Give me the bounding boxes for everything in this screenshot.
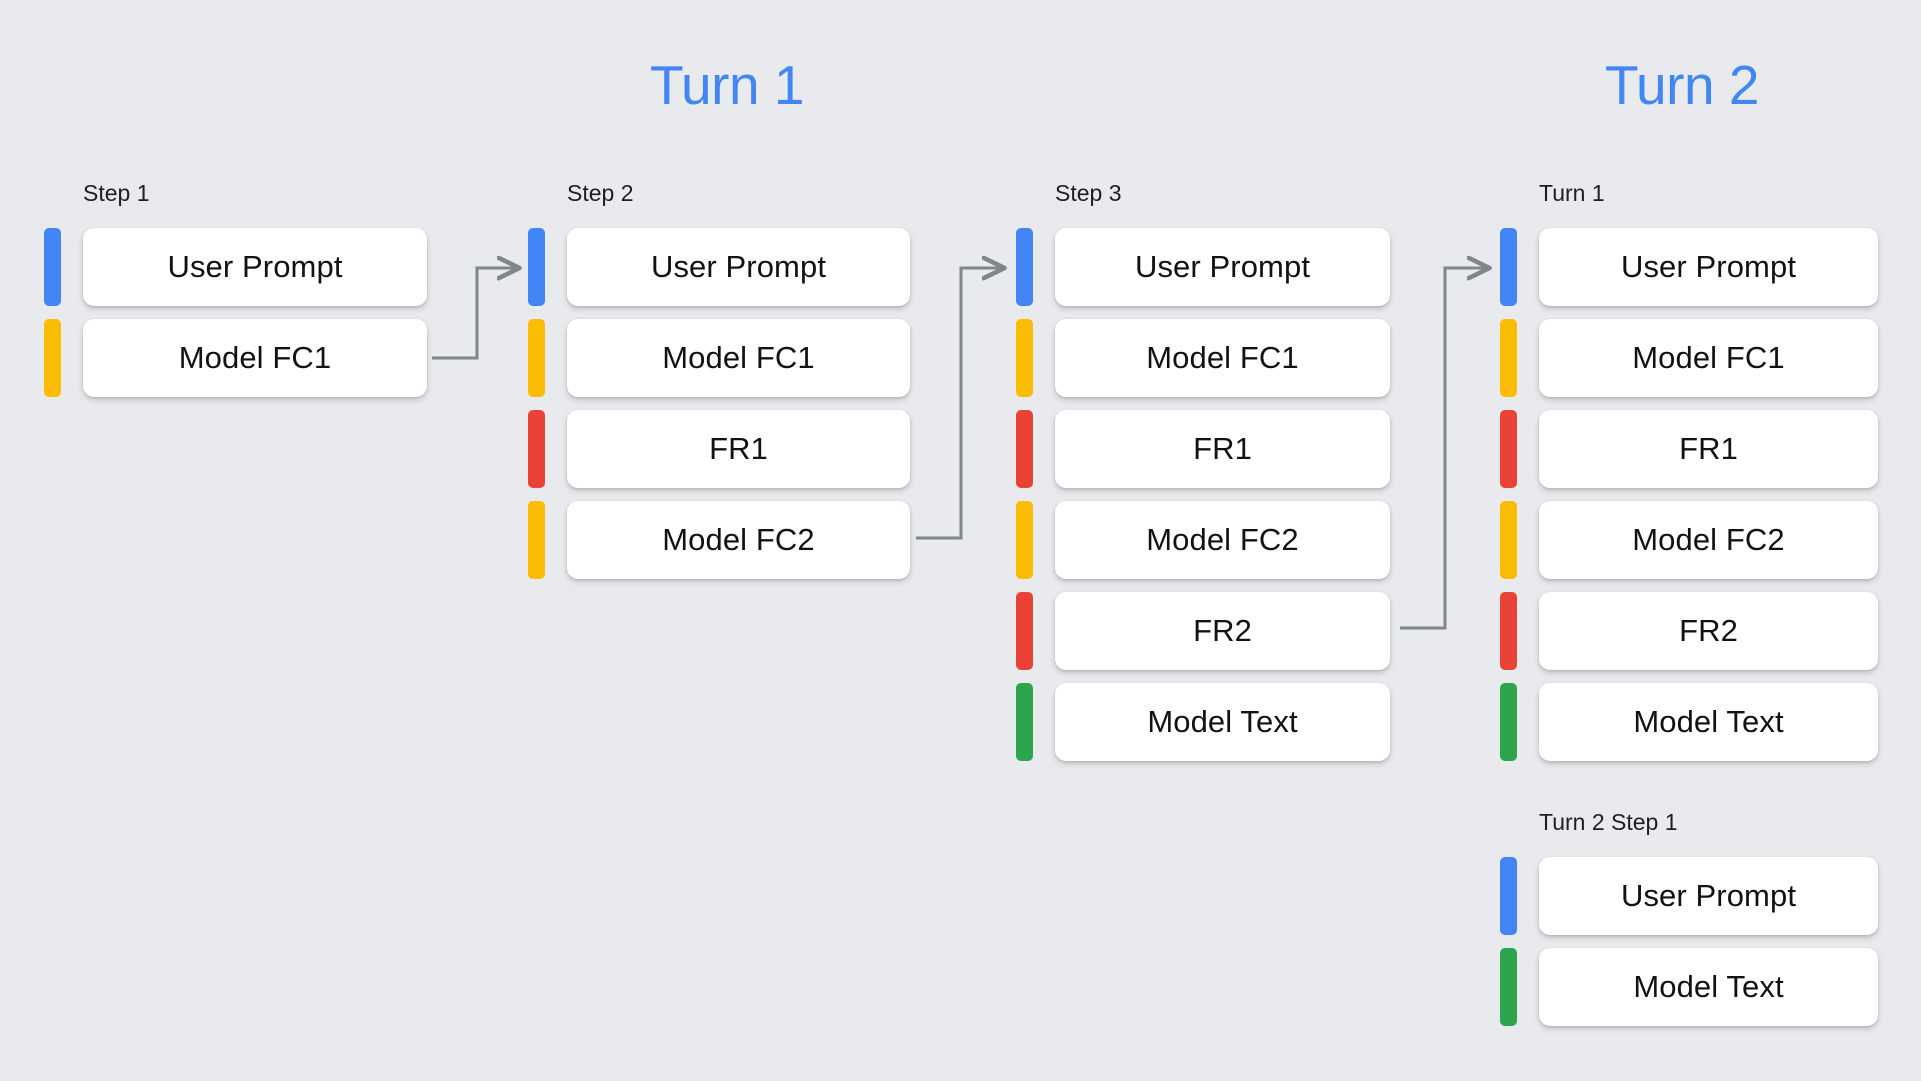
- status-bar-red: [1016, 410, 1033, 488]
- list-item[interactable]: User Prompt: [528, 228, 910, 306]
- status-bar-yellow: [44, 319, 61, 397]
- list-item[interactable]: Model Text: [1500, 948, 1878, 1026]
- status-bar-red: [528, 410, 545, 488]
- list-item[interactable]: FR1: [528, 410, 910, 488]
- column-turn2-step1-rows: User Prompt Model Text: [1500, 857, 1878, 1026]
- card-label[interactable]: Model FC1: [1055, 319, 1390, 397]
- card-label[interactable]: Model Text: [1539, 683, 1878, 761]
- column-turn2-turn1-label: Turn 1: [1539, 180, 1605, 206]
- connector-step3-to-turn2: [1400, 268, 1489, 630]
- column-turn2-turn1: Turn 1 User Prompt Model FC1 FR1 Model F…: [1500, 182, 1878, 761]
- status-bar-blue: [1500, 857, 1517, 935]
- column-step2-rows: User Prompt Model FC1 FR1 Model FC2: [528, 228, 910, 579]
- status-bar-yellow: [1016, 319, 1033, 397]
- status-bar-yellow: [528, 319, 545, 397]
- connector-step1-to-step2: [432, 268, 519, 360]
- column-step1-label: Step 1: [83, 180, 150, 206]
- card-label[interactable]: User Prompt: [1539, 857, 1878, 935]
- status-bar-yellow: [1500, 319, 1517, 397]
- card-label[interactable]: FR1: [567, 410, 910, 488]
- list-item[interactable]: FR2: [1016, 592, 1390, 670]
- list-item[interactable]: Model FC2: [1016, 501, 1390, 579]
- status-bar-blue: [1016, 228, 1033, 306]
- list-item[interactable]: Model FC1: [1500, 319, 1878, 397]
- list-item[interactable]: Model FC1: [44, 319, 427, 397]
- column-step3: Step 3 User Prompt Model FC1 FR1 Model F…: [1016, 182, 1390, 761]
- turn-1-title: Turn 1: [650, 54, 804, 116]
- list-item[interactable]: FR2: [1500, 592, 1878, 670]
- card-label[interactable]: FR1: [1539, 410, 1878, 488]
- list-item[interactable]: Model FC2: [528, 501, 910, 579]
- column-step3-label: Step 3: [1055, 180, 1122, 206]
- card-label[interactable]: Model FC1: [567, 319, 910, 397]
- status-bar-blue: [1500, 228, 1517, 306]
- list-item[interactable]: Model FC1: [1016, 319, 1390, 397]
- list-item[interactable]: Model Text: [1500, 683, 1878, 761]
- column-step1: Step 1 User Prompt Model FC1: [44, 182, 427, 397]
- status-bar-green: [1016, 683, 1033, 761]
- column-step2-label: Step 2: [567, 180, 634, 206]
- status-bar-red: [1500, 410, 1517, 488]
- status-bar-blue: [528, 228, 545, 306]
- card-label[interactable]: User Prompt: [567, 228, 910, 306]
- status-bar-yellow: [1500, 501, 1517, 579]
- card-label[interactable]: FR2: [1539, 592, 1878, 670]
- card-label[interactable]: Model FC1: [1539, 319, 1878, 397]
- card-label[interactable]: User Prompt: [83, 228, 427, 306]
- list-item[interactable]: User Prompt: [1500, 228, 1878, 306]
- card-label[interactable]: Model FC2: [1055, 501, 1390, 579]
- status-bar-green: [1500, 948, 1517, 1026]
- list-item[interactable]: User Prompt: [44, 228, 427, 306]
- list-item[interactable]: User Prompt: [1500, 857, 1878, 935]
- card-label[interactable]: FR1: [1055, 410, 1390, 488]
- card-label[interactable]: FR2: [1055, 592, 1390, 670]
- card-label[interactable]: Model Text: [1055, 683, 1390, 761]
- card-label[interactable]: User Prompt: [1539, 228, 1878, 306]
- list-item[interactable]: Model FC2: [1500, 501, 1878, 579]
- status-bar-red: [1500, 592, 1517, 670]
- status-bar-green: [1500, 683, 1517, 761]
- column-turn2-step1-label: Turn 2 Step 1: [1539, 809, 1678, 835]
- column-turn2-step1: Turn 2 Step 1 User Prompt Model Text: [1500, 811, 1878, 1026]
- list-item[interactable]: Model Text: [1016, 683, 1390, 761]
- connector-step2-to-step3: [916, 268, 1004, 540]
- list-item[interactable]: Model FC1: [528, 319, 910, 397]
- card-label[interactable]: Model Text: [1539, 948, 1878, 1026]
- column-step2: Step 2 User Prompt Model FC1 FR1 Model F…: [528, 182, 910, 579]
- column-step3-rows: User Prompt Model FC1 FR1 Model FC2 FR2 …: [1016, 228, 1390, 761]
- turn-2-title: Turn 2: [1605, 54, 1759, 116]
- card-label[interactable]: Model FC2: [1539, 501, 1878, 579]
- column-step1-rows: User Prompt Model FC1: [44, 228, 427, 397]
- list-item[interactable]: FR1: [1016, 410, 1390, 488]
- card-label[interactable]: Model FC2: [567, 501, 910, 579]
- status-bar-yellow: [1016, 501, 1033, 579]
- status-bar-blue: [44, 228, 61, 306]
- status-bar-red: [1016, 592, 1033, 670]
- card-label[interactable]: User Prompt: [1055, 228, 1390, 306]
- column-turn2-turn1-rows: User Prompt Model FC1 FR1 Model FC2 FR2 …: [1500, 228, 1878, 761]
- status-bar-yellow: [528, 501, 545, 579]
- list-item[interactable]: FR1: [1500, 410, 1878, 488]
- list-item[interactable]: User Prompt: [1016, 228, 1390, 306]
- card-label[interactable]: Model FC1: [83, 319, 427, 397]
